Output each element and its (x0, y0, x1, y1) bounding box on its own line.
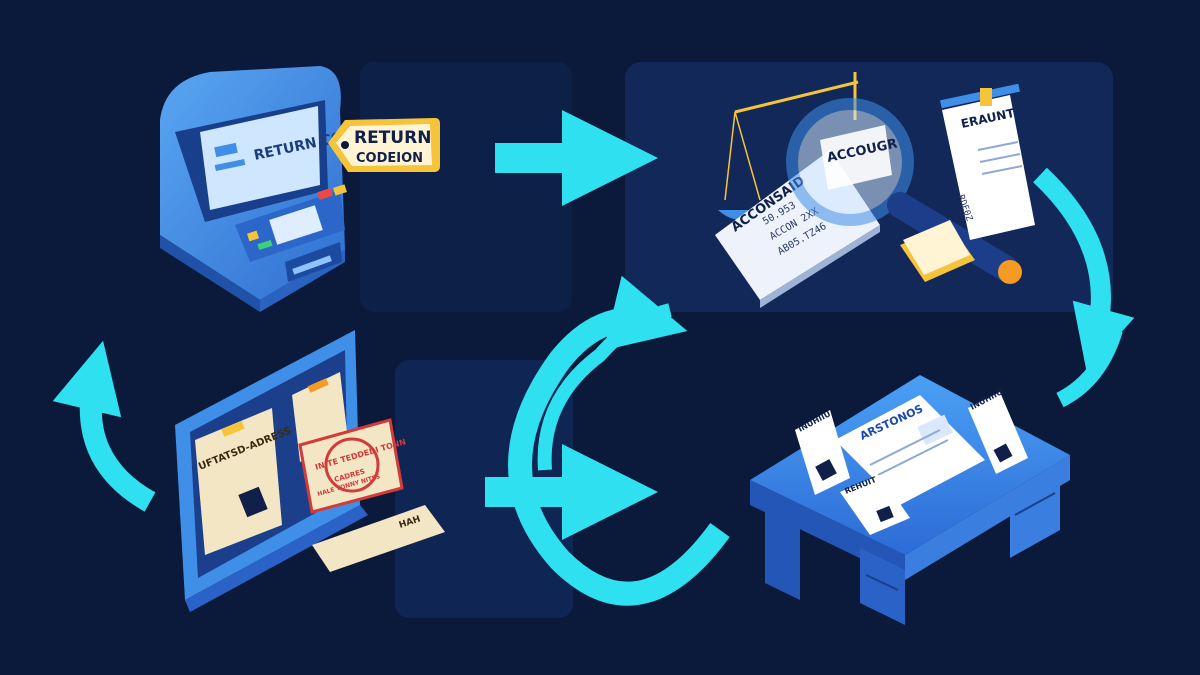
return-code-tag: RETURN CODEION (328, 118, 440, 172)
tag-line-1: RETURN (354, 128, 431, 148)
flow-arrows (52, 109, 1135, 606)
clipboard: ERAUNT RDE0Z (940, 83, 1035, 240)
panel-top-left (360, 62, 572, 312)
address-letter: UFTATSD-ADRESS (195, 408, 293, 555)
receipt-stack (900, 220, 975, 282)
ticket: HAH (312, 505, 445, 572)
document-board: UFTATSD-ADRESS INITE TEDDEDI TONN CADRES… (175, 330, 445, 612)
return-kiosk: RETURN CODE (160, 66, 365, 312)
postage-stamp: INITE TEDDEDI TONN CADRES HALE TONNY NIT… (298, 418, 407, 514)
kiosk-keypad (247, 184, 347, 251)
arrow-center-inner (537, 303, 672, 471)
tag-line-2: CODEION (356, 151, 423, 166)
arrow-desk-return (1056, 327, 1123, 408)
arrow-board-to-kiosk (52, 340, 156, 512)
arrow-center-loop (508, 275, 730, 606)
kiosk-screen (200, 106, 320, 210)
arrow-audit-to-desk (1033, 167, 1135, 371)
refund-desk: ARSTONOS INUHIIU INUHIIU REHUIT (750, 375, 1070, 625)
account-audit: ACCONSAID 50.953 ACCON 2XX AB05.TZ46 ACC… (715, 72, 1035, 308)
